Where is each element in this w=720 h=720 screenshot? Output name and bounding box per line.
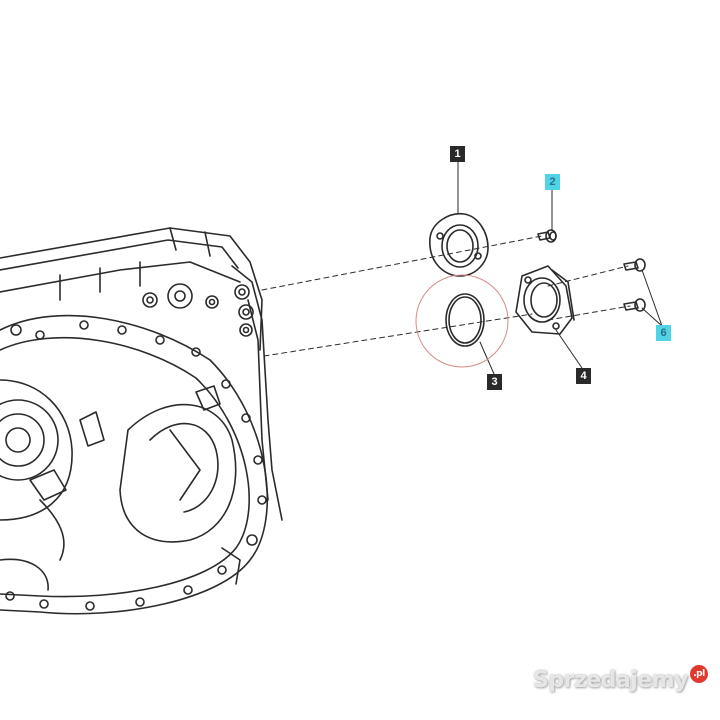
- leader-lines: [457, 161, 663, 375]
- transmission-housing: [0, 227, 283, 615]
- highlight-circle: [415, 274, 509, 368]
- flange-plate-part-1: [429, 213, 489, 277]
- watermark: Sprzedajemy .pl: [533, 664, 708, 693]
- callout-1: 1: [450, 146, 465, 162]
- callout-2: 2: [545, 174, 560, 190]
- bolt-part-2: [537, 229, 557, 243]
- watermark-badge: .pl: [690, 664, 708, 683]
- bolts-part-6: [623, 258, 646, 312]
- alignment-lines: [261, 235, 631, 357]
- watermark-text: Sprzedajemy: [533, 668, 689, 693]
- o-ring-part-3: [445, 293, 485, 347]
- bearing-housing-part-4: [515, 265, 575, 335]
- callout-3: 3: [487, 374, 502, 390]
- callout-6: 6: [656, 325, 671, 341]
- callout-4: 4: [576, 368, 591, 384]
